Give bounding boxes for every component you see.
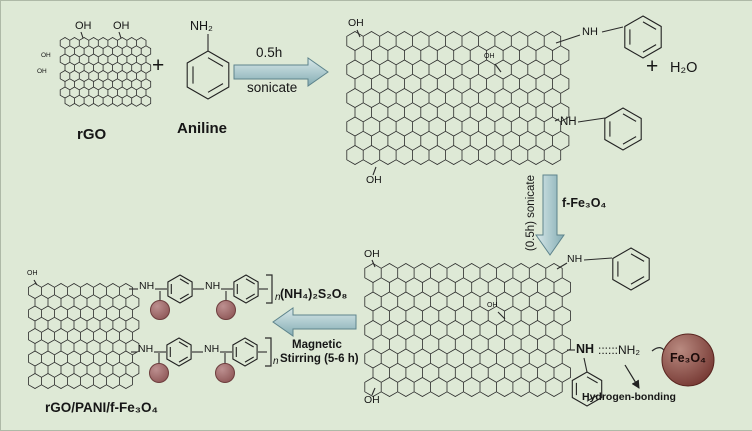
- bond: [494, 63, 502, 73]
- product-title: rGO/PANI/f-Fe₃O₄: [45, 400, 158, 415]
- stirring-label-line2: Stirring (5-6 h): [280, 353, 359, 365]
- pani-ring: [233, 274, 259, 304]
- sheet-top-oh-top: OH: [348, 17, 364, 29]
- rgo-oh-label-right: OH: [113, 20, 130, 32]
- bond: [118, 31, 122, 39]
- phenyl-ring-sheet2-mid: [571, 371, 603, 407]
- aniline-ring: [186, 50, 230, 100]
- rgo-oh-label-left: OH: [75, 20, 92, 32]
- aniline-amine-label: NH₂: [190, 19, 213, 33]
- bond: [371, 259, 376, 268]
- fe3o4-sphere: [661, 333, 715, 387]
- bond: [80, 31, 84, 39]
- oxidant-label: (NH₄)₂S₂O₈: [280, 287, 348, 301]
- rgo-oh-label-side: OH: [41, 52, 51, 59]
- bond: [497, 311, 506, 320]
- sheet-bottom-oh-top: OH: [364, 248, 380, 260]
- sonicate-label: sonicate: [247, 80, 298, 95]
- polymer-bracket: [265, 337, 272, 367]
- hydrogen-bonding-arrow: [624, 364, 640, 389]
- pani-nh-label: NH: [204, 343, 220, 355]
- bond: [577, 117, 606, 123]
- pani-ring: [166, 337, 192, 367]
- pani-nh-label: NH: [139, 280, 155, 292]
- sheet-top-nh-mid: NH: [560, 116, 577, 128]
- chemical-structures: [28, 15, 667, 407]
- sheet-bottom-nh-top: NH: [567, 253, 583, 265]
- hydrogen-bond-dots: ::::::NH₂: [598, 343, 640, 357]
- fe3o4-particle: [149, 363, 169, 383]
- bond: [554, 118, 560, 122]
- polymerization-arrow: [272, 307, 357, 337]
- bond: [371, 387, 376, 396]
- pani-ring: [232, 337, 258, 367]
- fe3o4-particle: [150, 300, 170, 320]
- fe3o4-sphere-label: Fe₃O₄: [669, 351, 707, 365]
- repeat-unit-n: n: [275, 292, 281, 303]
- rgo-lattice: [59, 37, 152, 107]
- aniline-title: Aniline: [177, 120, 228, 137]
- sonicate-arrow: [233, 57, 329, 87]
- product-oh-label: OH: [27, 270, 38, 277]
- rgo-title: rGO: [77, 126, 107, 143]
- pani-nh-label: NH: [205, 280, 221, 292]
- phenyl-ring-sheet2-top: [612, 247, 650, 291]
- phenyl-ring-top-right: [624, 15, 662, 59]
- plus-sign: +: [646, 55, 659, 78]
- sheet-bottom-nh-mid: NH: [576, 342, 595, 356]
- bond: [583, 257, 613, 261]
- bond: [556, 262, 568, 270]
- repeat-unit-n: n: [273, 356, 279, 367]
- sheet-top-oh-bottom: OH: [366, 174, 382, 186]
- pani-ring: [167, 274, 193, 304]
- f-fe3o4-label: f-Fe₃O₄: [562, 196, 607, 210]
- stirring-label-line1: Magnetic: [292, 339, 342, 351]
- polymer-bracket: [266, 274, 273, 304]
- go-sheet-bottom-lattice: [364, 263, 571, 397]
- bond: [33, 279, 38, 286]
- rgo-oh-label-side: OH: [37, 68, 47, 75]
- sonicate-time-label: 0.5h: [256, 45, 283, 60]
- product-lattice: [28, 283, 140, 389]
- bond: [372, 166, 377, 176]
- bond: [601, 26, 624, 33]
- bond: [555, 34, 581, 44]
- fe3o4-particle: [216, 300, 236, 320]
- sheet-bottom-oh-inner: OH: [487, 302, 498, 309]
- f-fe3o4-arrow: [535, 174, 565, 256]
- hydrogen-bonding-label: Hydrogen-bonding: [582, 391, 676, 403]
- sheet-top-oh-inner: OH: [484, 53, 495, 60]
- phenyl-ring-mid-right: [604, 107, 642, 151]
- sheet-bottom-oh-bottom: OH: [364, 394, 380, 406]
- water-label: H₂O: [670, 60, 698, 76]
- fe3o4-particle: [215, 363, 235, 383]
- bond: [583, 357, 588, 373]
- bond: [356, 29, 361, 38]
- sonicate-rotated-label: (0.5h) sonicate: [524, 175, 537, 252]
- pani-nh-label: NH: [138, 343, 154, 355]
- go-sheet-top-lattice: [346, 31, 570, 165]
- sheet-top-nh-top: NH: [582, 26, 598, 38]
- plus-sign: +: [152, 54, 165, 77]
